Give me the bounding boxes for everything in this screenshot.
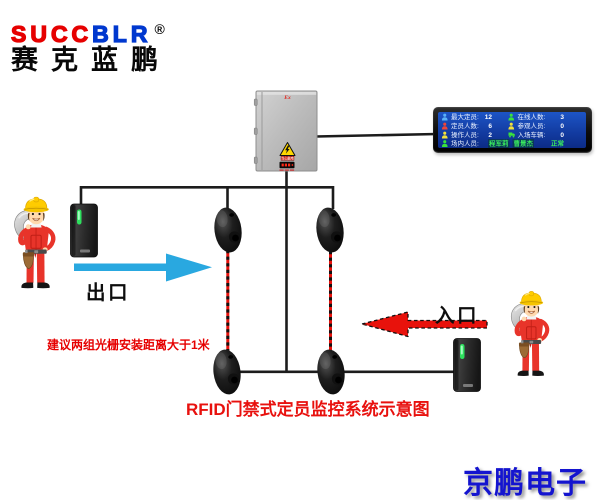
ir-beams: [226, 250, 332, 353]
truck-icon: [508, 132, 516, 141]
led-screen: 最大定员: 12 在线人数: 3 定员人数: 6 参观人员: 0 操作人员:: [438, 112, 586, 148]
led-display-panel: 最大定员: 12 在线人数: 3 定员人数: 6 参观人员: 0 操作人员:: [433, 107, 592, 153]
warning-sticker-text: 当心触电: [281, 156, 295, 161]
screen-label: 入场车辆:: [517, 131, 546, 139]
logo-succ: SUCC: [10, 21, 93, 47]
ex-mark: Ex: [283, 95, 291, 101]
screen-value: 0: [560, 131, 564, 139]
logo-chinese: 赛克蓝鹏: [11, 45, 171, 75]
card-reader-entry: [453, 338, 481, 392]
vendor-watermark: 京鹏电子: [463, 467, 587, 500]
screen-label: 最大定员:: [451, 113, 479, 121]
hinge-middle: [253, 127, 258, 135]
wire-bus: [79, 186, 335, 209]
screen-value: 6: [488, 122, 492, 130]
beam-sensor-bottom-right: [314, 348, 348, 396]
person-icon: [441, 131, 449, 142]
warning-sticker: 当心触电: [279, 142, 296, 161]
person-icon: [441, 140, 449, 148]
screen-row-4: 场内人员: 程军莉曹景杰 正常: [438, 139, 586, 148]
worker-exit: [15, 197, 54, 288]
control-box: Ex 当心触电: [253, 90, 318, 172]
person-icon: [508, 122, 515, 133]
status-normal: 正常: [550, 139, 564, 148]
wire-box-to-display: [315, 132, 438, 138]
hinge-bottom: [253, 156, 258, 164]
install-note: 建议两组光栅安装距离大于1米: [47, 338, 210, 352]
onsite-name: 曹景杰: [512, 139, 535, 148]
onsite-name: 程军莉: [488, 139, 510, 148]
screen-label: 场内人员:: [451, 139, 479, 148]
screen-value: 12: [484, 113, 492, 121]
diagram-title: RFID门禁式定员监控系统示意图: [186, 400, 430, 419]
screen-value: 0: [560, 122, 564, 130]
onsite-names: 程军莉曹景杰: [488, 139, 537, 148]
entrance-label: 入口: [435, 305, 480, 327]
screen-row-3: 操作人员: 2 入场车辆: 0: [438, 131, 586, 140]
exit-arrow: [74, 253, 212, 282]
beam-sensor-top-left: [211, 206, 245, 254]
wiring: [79, 132, 454, 374]
beam-sensor-bottom-left: [210, 348, 244, 396]
person-icon: [441, 122, 449, 133]
exit-label: 出口: [86, 282, 131, 304]
screen-row-2: 定员人数: 6 参观人员: 0: [438, 122, 586, 131]
logo-latin: SUCCBLR®: [10, 17, 171, 47]
lightning-bolt-icon: [285, 145, 290, 154]
logo-blr: BLR: [92, 21, 152, 47]
screen-label: 定员人数:: [451, 122, 479, 130]
person-icon: [441, 113, 449, 124]
card-reader-exit: [70, 203, 98, 258]
screen-value: 2: [488, 131, 492, 139]
screen-value: 3: [560, 113, 564, 121]
hinge-top: [253, 98, 258, 106]
box-led-meter: [279, 161, 295, 169]
screen-label: 操作人员:: [451, 131, 479, 139]
screen-label: 参观人员:: [517, 122, 546, 130]
screen-label: 在线人数:: [517, 113, 546, 121]
screen-row-1: 最大定员: 12 在线人数: 3: [438, 113, 586, 122]
entry-arrow: [361, 311, 488, 338]
brand-logo: SUCCBLR® 赛克蓝鹏: [10, 12, 171, 75]
registered-mark-icon: ®: [154, 21, 165, 37]
worker-entry: [511, 291, 547, 376]
box-bottom-label: [279, 169, 295, 171]
beam-sensor-top-right: [313, 206, 347, 254]
person-icon: [508, 113, 515, 124]
